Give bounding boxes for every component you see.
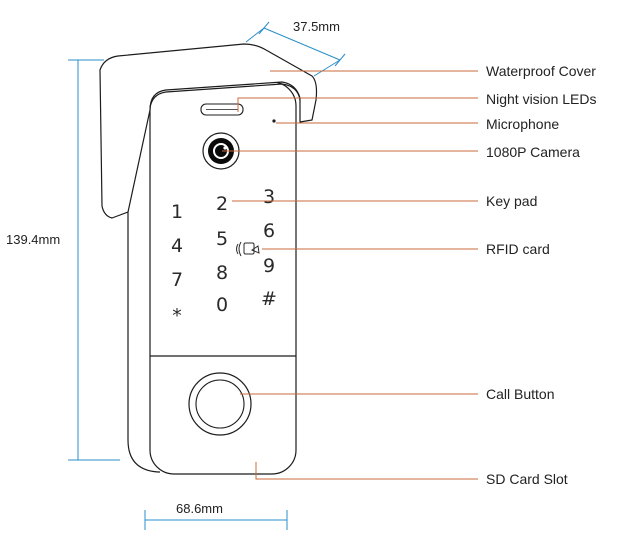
callout-night-vision-leds: Night vision LEDs bbox=[486, 91, 597, 107]
call-button-inner bbox=[195, 379, 245, 429]
callout-rfid-card: RFID card bbox=[486, 241, 550, 257]
camera-lens-glint bbox=[223, 146, 227, 150]
waterproof-cover-rim bbox=[149, 83, 301, 109]
waterproof-cover bbox=[99, 43, 318, 219]
key-6: 6 bbox=[263, 220, 275, 242]
key-0: 0 bbox=[216, 294, 228, 316]
callout-waterproof-cover: Waterproof Cover bbox=[486, 63, 596, 79]
key-9: 9 bbox=[263, 255, 275, 277]
key-3: 3 bbox=[263, 186, 275, 208]
depth-dimension: 37.5mm bbox=[245, 19, 346, 77]
height-label: 139.4mm bbox=[6, 232, 60, 247]
key-8: 8 bbox=[216, 262, 228, 284]
width-label: 68.6mm bbox=[176, 501, 223, 516]
key-4: 4 bbox=[171, 235, 183, 257]
callout-labels: Waterproof Cover Night vision LEDs Micro… bbox=[486, 63, 597, 487]
callout-call-button: Call Button bbox=[486, 386, 554, 402]
width-dimension: 68.6mm bbox=[144, 501, 288, 530]
key-hash: # bbox=[261, 288, 277, 310]
key-7: 7 bbox=[171, 269, 183, 291]
callout-keypad: Key pad bbox=[486, 193, 537, 209]
key-5: 5 bbox=[216, 228, 228, 250]
key-2: 2 bbox=[216, 193, 228, 215]
height-dimension: 139.4mm bbox=[6, 59, 120, 461]
leader-lines bbox=[222, 70, 478, 480]
leader-sd-card bbox=[255, 462, 478, 480]
device-back-edge bbox=[127, 100, 160, 473]
rfid-icon bbox=[236, 241, 260, 257]
camera-lens bbox=[208, 138, 234, 164]
callout-microphone: Microphone bbox=[486, 116, 559, 132]
leader-night-vision bbox=[237, 97, 478, 112]
key-1: 1 bbox=[171, 201, 183, 223]
keypad: 1 2 3 4 5 6 7 8 9 * 0 # bbox=[171, 186, 277, 327]
key-star: * bbox=[172, 305, 182, 327]
depth-label: 37.5mm bbox=[293, 19, 340, 34]
callout-camera: 1080P Camera bbox=[486, 144, 580, 160]
microphone-hole bbox=[272, 119, 276, 123]
callout-sd-card-slot: SD Card Slot bbox=[486, 471, 568, 487]
